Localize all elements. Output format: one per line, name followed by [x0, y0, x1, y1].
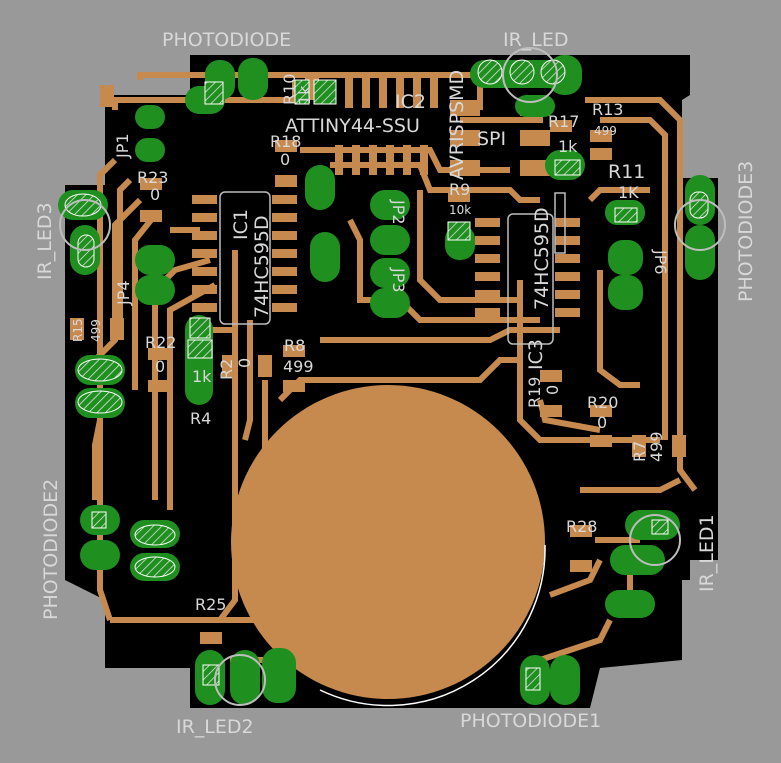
ic3-footprint	[475, 213, 580, 345]
resistor-labels: R10 1k R18 0 R23 0 R15 499 R22 0 R2 0 R8…	[71, 74, 666, 614]
r17-value: 1k	[558, 137, 578, 156]
led-outlines	[59, 47, 726, 706]
r9-name: R9	[449, 180, 470, 199]
ic1-footprint	[192, 191, 297, 325]
r2-name: R2	[217, 359, 236, 380]
r11-name: R11	[608, 161, 645, 183]
jp2-label: JP2	[389, 199, 408, 225]
jp6-label: JP6	[651, 249, 670, 275]
r19-name: R19	[525, 377, 544, 408]
jp4-label: JP4	[114, 280, 133, 306]
resistor-pads	[70, 78, 686, 644]
ic2-footprint	[335, 78, 438, 175]
r19-value: 0	[543, 385, 562, 395]
r25-name: R25	[195, 595, 226, 614]
r13-name: R13	[592, 100, 623, 119]
r4-name: R4	[190, 409, 211, 428]
label-photodiode1: PHOTODIODE1	[460, 710, 601, 732]
r9-value: 10k	[449, 203, 471, 217]
r8-value: 499	[283, 357, 314, 376]
label-photodiode2: PHOTODIODE2	[40, 479, 62, 620]
r7-value: 499	[647, 431, 666, 462]
r11-value: 1K	[618, 183, 639, 202]
r20-name: R20	[587, 393, 618, 412]
r15-value: 499	[89, 319, 103, 342]
ic3-value: 74HC595D	[531, 207, 553, 310]
label-ir-led2: IR_LED2	[176, 716, 254, 738]
r2-value: 0	[235, 358, 254, 368]
spi-value: AVRISPSMD	[446, 70, 468, 180]
r22-name: R22	[145, 333, 176, 352]
hatched-pads	[64, 59, 709, 691]
r23-name: R23	[137, 168, 168, 187]
battery-pad	[231, 385, 545, 699]
label-ir-led1: IR_LED1	[696, 514, 718, 592]
r10-value: 1k	[295, 85, 314, 105]
r18-name: R18	[270, 132, 301, 151]
label-ir-led: IR_LED	[503, 29, 569, 51]
r23-value: 0	[150, 185, 160, 204]
jp3-label: JP3	[389, 267, 408, 293]
ic2-name: IC2	[395, 91, 426, 113]
r7-name: R7	[630, 441, 649, 462]
jp1-label: JP1	[113, 133, 132, 159]
r17-name: R17	[548, 112, 579, 131]
label-photodiode3: PHOTODIODE3	[735, 161, 757, 302]
ic2-value: ATTINY44-SSU	[285, 115, 420, 137]
jumper-labels: JP1 JP4 JP6 JP2 JP3	[113, 133, 670, 306]
r10-name: R10	[280, 74, 299, 105]
r28-name: R28	[566, 517, 597, 536]
r22-value: 0	[155, 357, 165, 376]
label-ir-led3: IR_LED3	[34, 202, 56, 280]
spi-name: SPI	[477, 128, 506, 150]
ic1-name: IC1	[230, 209, 252, 240]
r15-name: R15	[71, 318, 85, 342]
ic1-value: 74HC595D	[251, 215, 273, 318]
r13-value: 499	[594, 124, 617, 138]
label-photodiode: PHOTODIODE	[162, 29, 291, 51]
connector-labels: PHOTODIODE IR_LED PHOTODIODE1 IR_LED2 IR…	[34, 29, 757, 738]
r4-value: 1k	[192, 367, 212, 386]
r20-value: 0	[597, 413, 607, 432]
r18-value: 0	[280, 150, 290, 169]
ic3-name: IC3	[525, 339, 547, 370]
r8-name: R8	[284, 336, 305, 355]
ic-labels: IC2 ATTINY44-SSU SPI AVRISPSMD IC1 74HC5…	[230, 70, 553, 370]
